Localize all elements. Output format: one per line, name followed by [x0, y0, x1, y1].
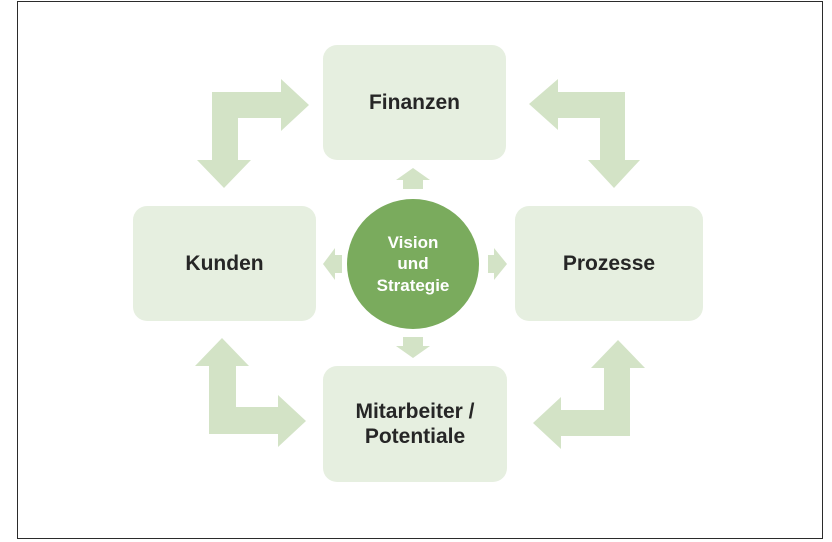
node-label: Kunden — [185, 251, 264, 275]
node-prozesse: Prozesse — [515, 206, 703, 321]
arrow-center-right — [488, 248, 507, 280]
node-label: Prozesse — [562, 251, 656, 275]
node-kunden: Kunden — [133, 206, 316, 321]
arrow-mitarbeiter-to-kunden — [195, 338, 306, 447]
node-finanzen: Finanzen — [323, 45, 506, 160]
arrow-prozesse-to-mitarbeiter — [533, 340, 645, 449]
node-mitarbeiter-potentiale: Mitarbeiter / Potentiale — [323, 366, 507, 482]
arrow-center-left — [323, 248, 342, 280]
center-label: Vision und Strategie — [376, 233, 450, 295]
center-vision-strategie: Vision und Strategie — [347, 199, 479, 329]
node-label: Mitarbeiter / Potentiale — [355, 399, 475, 448]
arrow-finanzen-to-prozesse — [529, 79, 640, 188]
arrow-center-up — [396, 168, 430, 189]
arrow-center-down — [396, 337, 430, 358]
arrow-kunden-to-finanzen — [197, 79, 309, 188]
node-label: Finanzen — [368, 90, 460, 114]
